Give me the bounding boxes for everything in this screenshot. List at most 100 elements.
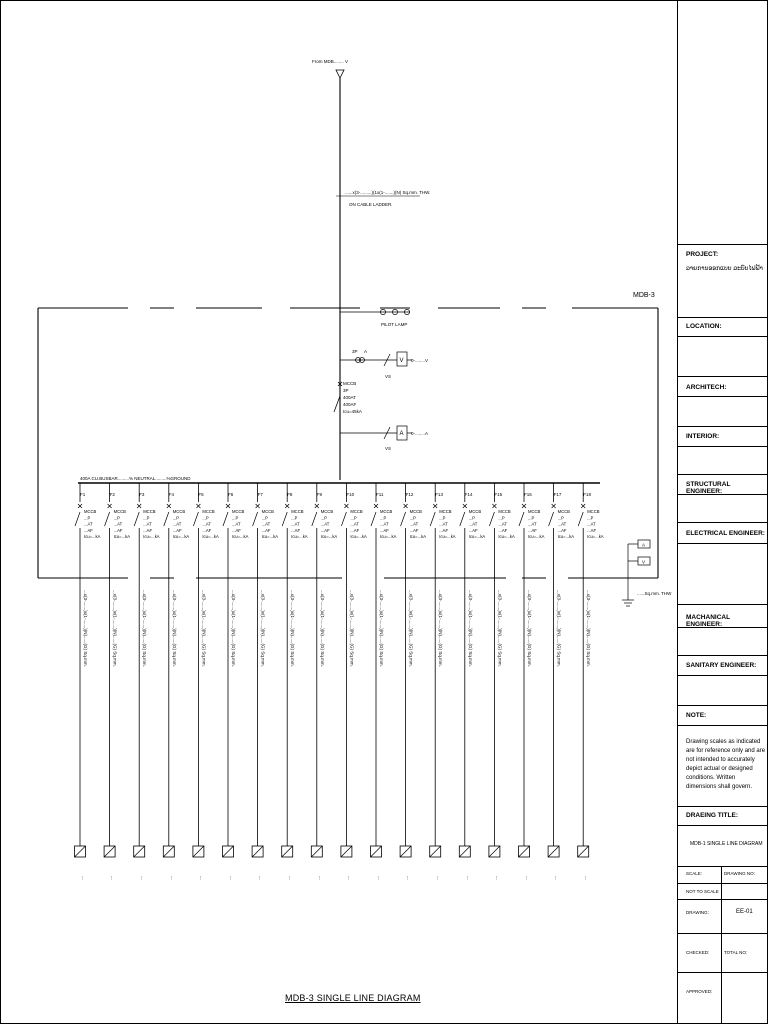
feeder-breaker-spec: ...P <box>114 515 120 520</box>
feeder-label: F9 <box>317 492 323 497</box>
feeder-breaker-spec: ...AF <box>232 528 241 533</box>
feeder-breaker-spec: Icu=...kA <box>321 534 338 539</box>
feeder-group: F1MCCB...P...AT...AFIcu=...kA...x(3-....… <box>74 483 604 880</box>
load-box-icon <box>281 845 294 858</box>
pilot-lamp-icon <box>380 309 386 315</box>
ammeter-range: 0-........A <box>411 431 428 436</box>
tb-divider <box>678 446 768 447</box>
feeder-label: F1 <box>80 492 86 497</box>
feeder-breaker-spec: ...AF <box>84 528 93 533</box>
voltmeter-branch <box>340 351 412 367</box>
feeder-breaker-spec: ...P <box>380 515 386 520</box>
electrical-label: ELECTRICAL ENGINEER: <box>686 530 765 537</box>
pilot-lamp-label: PILOT LAMP <box>381 322 407 327</box>
feeder-bottom-label: ... <box>436 876 441 880</box>
feeder-6: F6MCCB...P...AT...AFIcu=...kA...x(3-....… <box>222 483 249 880</box>
main-breaker-icon <box>333 381 343 413</box>
pilot-lamp-icon <box>404 309 410 315</box>
feeder-breaker-spec: Icu=...kA <box>291 534 308 539</box>
feeder-breaker-spec: ...AF <box>469 528 478 533</box>
drawing-title-value: MDB-1 SINGLE LINE DIAGRAM <box>690 841 763 847</box>
load-box-icon <box>547 845 560 858</box>
tb-divider <box>678 825 768 826</box>
mechanical-label: MACHANICAL ENGINEER: <box>686 614 730 628</box>
tb-divider <box>678 494 768 495</box>
feeder-breaker-spec: ...AT <box>84 522 93 527</box>
feeder-breaker-spec: MCCB <box>262 509 275 514</box>
feeder-breaker-spec: ...AF <box>528 528 537 533</box>
feeder-label: F5 <box>198 492 204 497</box>
feeder-breaker-spec: ...P <box>321 515 327 520</box>
feeder-breaker-spec: MCCB <box>173 509 186 514</box>
feeder-bottom-label: ... <box>584 876 589 880</box>
tb-divider <box>678 675 768 676</box>
load-box-icon <box>192 845 205 858</box>
feeder-cable-label: ...x(3-.......)x(1-.......)(N)......(G) … <box>527 590 532 667</box>
feeder-breaker-spec: ...P <box>410 515 416 520</box>
feeder-label: F11 <box>376 492 384 497</box>
feeder-breaker-spec: ...P <box>173 515 179 520</box>
feeder-cable-label: ...x(3-.......)x(1-.......)(N)......(G) … <box>409 590 414 667</box>
feeder-breaker-spec: ...AF <box>291 528 300 533</box>
location-label: LOCATION: <box>686 323 722 330</box>
feeder-10: F10MCCB...P...AT...AFIcu=...kA...x(3-...… <box>340 483 367 880</box>
feeder-label: F17 <box>554 492 562 497</box>
tb-divider <box>678 244 768 245</box>
feeder-breaker-spec: ...AT <box>410 522 419 527</box>
feeder-breaker-spec: Icu=...kA <box>587 534 604 539</box>
source-label: From MDB........ V <box>312 59 348 64</box>
feeder-breaker-spec: ...AT <box>143 522 152 527</box>
tb-divider <box>678 543 768 544</box>
total-no-label: TOTAL NO: <box>724 950 748 955</box>
load-box-icon <box>74 845 86 858</box>
load-box-icon <box>429 845 442 858</box>
drawing-label: DRAWING: <box>686 910 709 915</box>
feeder-breaker-spec: ...P <box>528 515 534 520</box>
feeder-breaker-spec: ...P <box>469 515 475 520</box>
busbar-label: 400A CU.BUSBAR.........% NEUTRAL........… <box>80 476 191 481</box>
feeder-breaker-spec: ...AT <box>202 522 211 527</box>
feeder-breaker-spec: Icu=...kA <box>143 534 160 539</box>
tb-vertical-divider <box>721 866 722 1024</box>
feeder-14: F14MCCB...P...AT...AFIcu=...kA...x(3-...… <box>458 483 485 880</box>
feeder-breaker-spec: ...AT <box>291 522 300 527</box>
feeder-breaker-spec: ...P <box>262 515 268 520</box>
feeder-cable-label: ...x(3-.......)x(1-.......)(N)......(G) … <box>497 590 502 667</box>
feeder-bottom-label: ... <box>347 876 352 880</box>
voltmeter-range: 0-........V <box>411 358 428 363</box>
scale-label: SCALE: <box>686 871 703 876</box>
feeder-breaker-spec: Icu=...kA <box>173 534 190 539</box>
feeder-cable-label: ...x(3-.......)x(1-.......)(N)......(G) … <box>83 590 88 667</box>
feeder-breaker-spec: ...P <box>498 515 504 520</box>
feeder-bottom-label: ... <box>466 876 471 880</box>
main-breaker-spec: MCCB 3P 400AT 400AF Icu=45kA <box>343 381 362 414</box>
tb-divider <box>678 396 768 397</box>
tb-divider <box>678 806 768 807</box>
feeder-breaker-spec: MCCB <box>202 509 215 514</box>
vs-label: VS <box>385 374 391 379</box>
feeder-breaker-spec: ...AT <box>114 522 123 527</box>
feeder-breaker-spec: Icu=...kA <box>262 534 279 539</box>
feeder-label: F4 <box>169 492 175 497</box>
feeder-9: F9MCCB...P...AT...AFIcu=...kA...x(3-....… <box>310 483 338 880</box>
feeder-breaker-spec: ...AF <box>498 528 507 533</box>
tb-divider <box>678 604 768 605</box>
interior-label: INTERIOR: <box>686 433 720 440</box>
feeder-4: F4MCCB...P...AT...AFIcu=...kA...x(3-....… <box>162 483 190 880</box>
ground-cable-label: ......Sq.mm. THW <box>637 591 672 596</box>
load-box-icon <box>577 845 590 858</box>
feeder-18: F18MCCB...P...AT...AFIcu=...kA...x(3-...… <box>577 483 604 880</box>
feeder-breaker-spec: Icu=...kA <box>410 534 427 539</box>
diagram-title: MDB-3 SINGLE LINE DIAGRAM <box>285 993 421 1003</box>
main-breaker-line-5: Icu=45kA <box>343 409 362 414</box>
architech-label: ARCHITECH: <box>686 384 727 391</box>
feeder-breaker-spec: Icu=...kA <box>114 534 131 539</box>
load-box-icon <box>162 845 175 858</box>
feeder-breaker-spec: ...AT <box>173 522 182 527</box>
ct-label-2: A <box>364 349 367 354</box>
feeder-breaker-spec: ...P <box>587 515 593 520</box>
feeder-breaker-spec: MCCB <box>380 509 393 514</box>
feeder-bottom-label: ... <box>199 876 204 880</box>
feeder-bottom-label: ... <box>318 876 323 880</box>
